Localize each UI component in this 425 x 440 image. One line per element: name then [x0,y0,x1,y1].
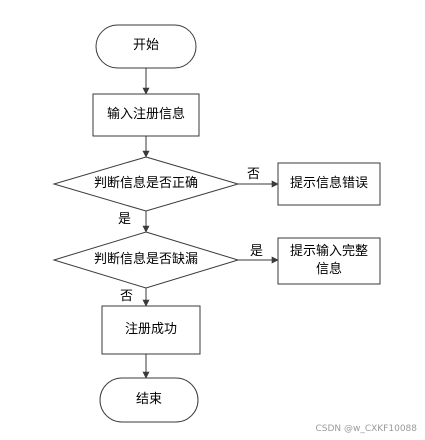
end-terminal [99,377,199,423]
complete-process-box [277,237,381,285]
check-missing-label: 判断信息是否缺漏 [93,252,198,267]
edge-label-correct-no: 否 [247,167,261,182]
edge-label-missing-yes: 是 [250,244,264,259]
success-process-box [101,305,201,355]
success-label: 注册成功 [124,322,177,337]
start-label: 开始 [132,38,159,53]
check-correct-label: 判断信息是否正确 [93,176,198,191]
complete-label-line1: 提示输入完整 [289,244,368,259]
check-correct-decision [52,156,240,212]
complete-label-line2: 信息 [315,262,342,277]
edge-label-missing-no: 否 [120,289,134,304]
error-label: 提示信息错误 [289,176,368,191]
edge-label-correct-yes: 是 [118,212,132,227]
input-process-box [92,93,200,137]
end-label: 结束 [135,392,162,407]
check-missing-decision [52,231,240,289]
start-terminal [95,24,197,69]
watermark: CSDN @w_CXKF10088 [315,424,417,434]
input-label: 输入注册信息 [106,107,185,122]
error-process-box [277,162,381,206]
